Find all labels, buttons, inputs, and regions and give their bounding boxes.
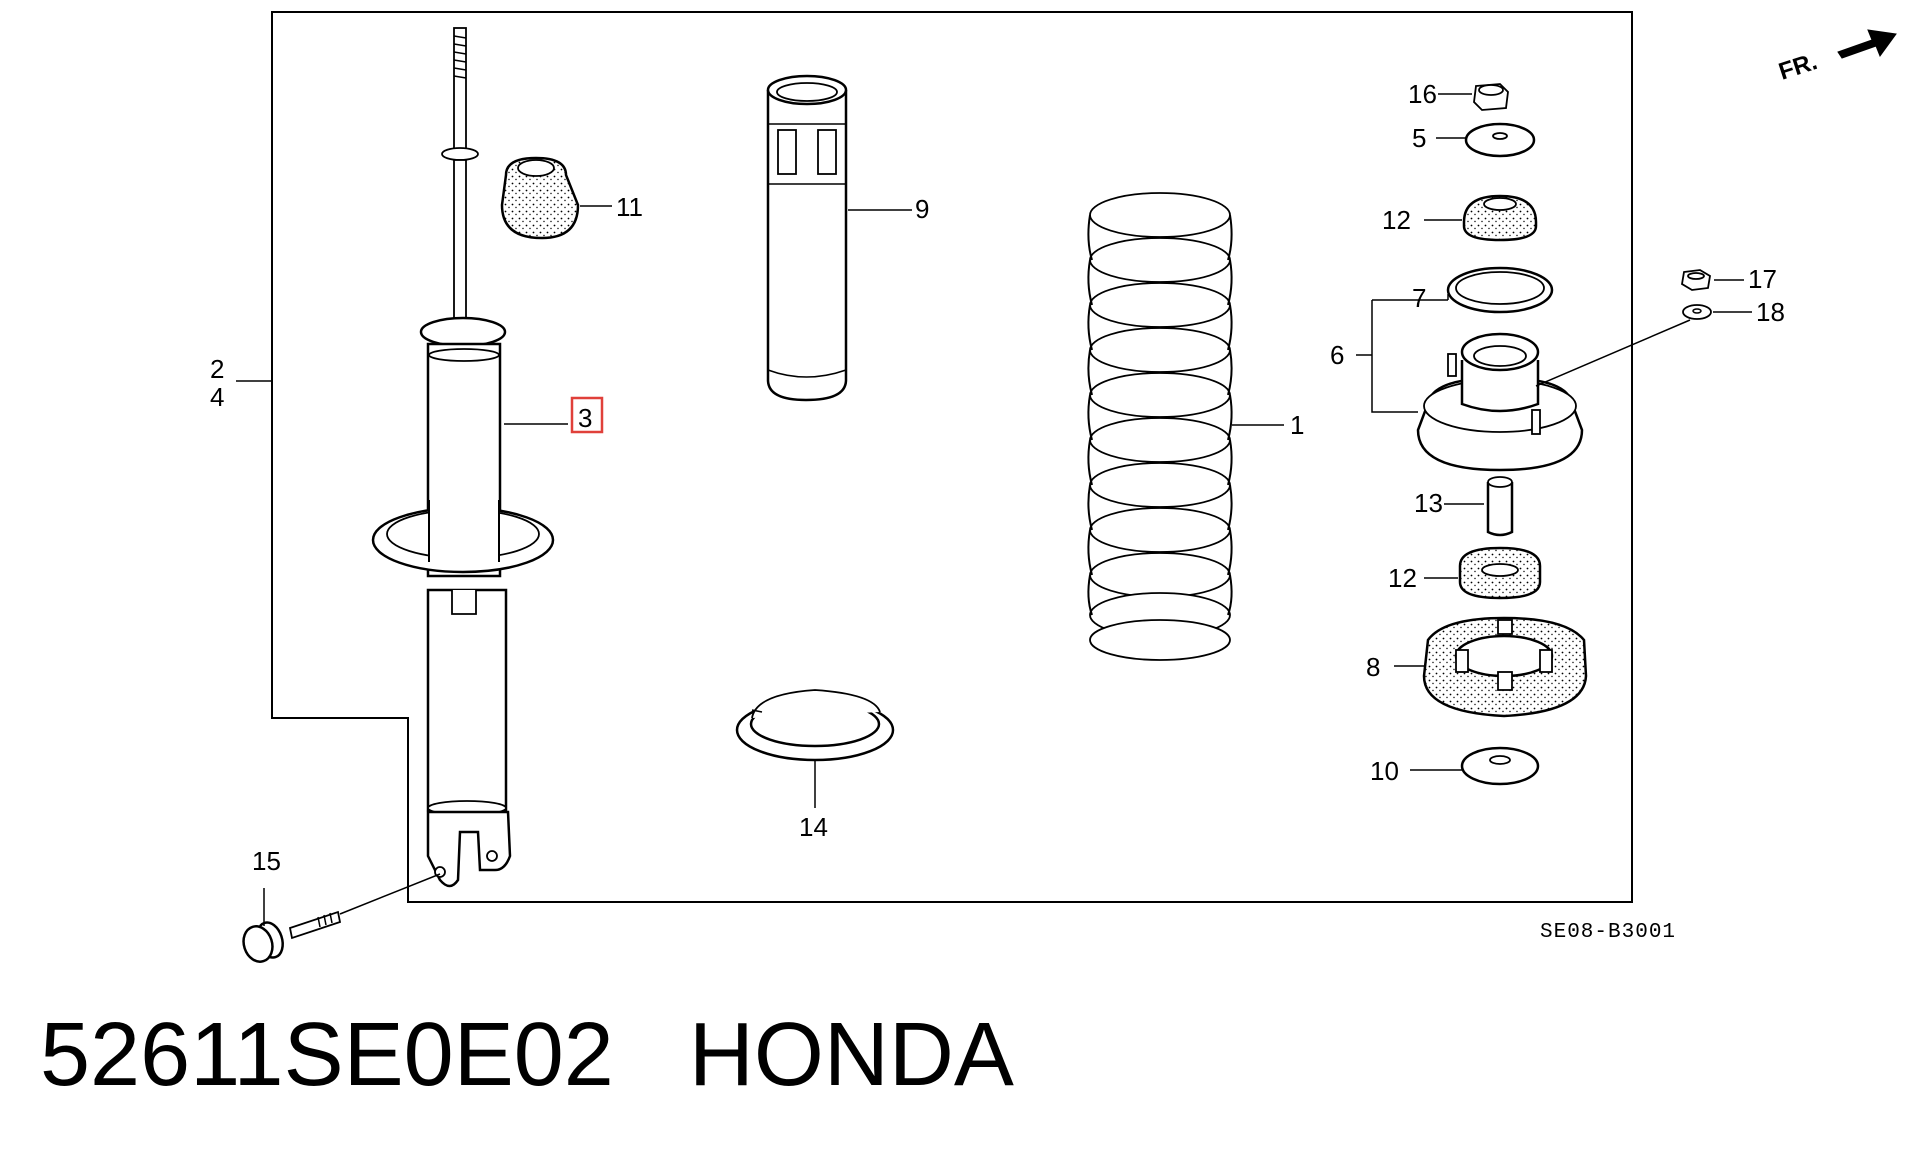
plate-washer-part: 10 bbox=[1370, 746, 1540, 786]
callout-5: 5 bbox=[1412, 123, 1426, 153]
callout-2-4: 2 4 bbox=[210, 354, 272, 412]
diagram-code: SE08-B3001 bbox=[1540, 921, 1676, 944]
callout-6: 6 bbox=[1330, 340, 1344, 370]
callout-3: 3 bbox=[578, 403, 592, 433]
callout-3-group: 3 bbox=[504, 396, 604, 434]
callout-4: 4 bbox=[210, 382, 224, 412]
dust-boot-part: 9 bbox=[766, 74, 929, 402]
shock-mount-base-part bbox=[1416, 319, 1691, 472]
callout-10: 10 bbox=[1370, 756, 1399, 786]
small-washer-part: 18 bbox=[1682, 297, 1785, 327]
part-number: 52611SE0E02 bbox=[40, 1005, 614, 1105]
callout-16: 16 bbox=[1408, 79, 1437, 109]
self-locking-nut-part: 16 bbox=[1408, 79, 1509, 111]
callout-18: 18 bbox=[1756, 297, 1785, 327]
front-direction-indicator: FR. bbox=[1776, 29, 1897, 86]
callout-14: 14 bbox=[799, 812, 828, 842]
callout-3-highlight-box bbox=[570, 396, 604, 434]
callout-15: 15 bbox=[252, 846, 281, 876]
coil-spring-part: 1 bbox=[1087, 192, 1304, 661]
callout-1: 1 bbox=[1290, 410, 1304, 440]
bump-stop-part: 11 bbox=[500, 156, 643, 240]
o-ring-part bbox=[1446, 266, 1554, 314]
callout-12-upper: 12 bbox=[1382, 205, 1411, 235]
callout-11: 11 bbox=[616, 192, 643, 222]
flange-bolt-part: 15 bbox=[242, 846, 441, 963]
washer-part: 5 bbox=[1412, 122, 1536, 158]
lower-spring-seat-part: 14 bbox=[735, 689, 895, 842]
callout-9: 9 bbox=[915, 194, 929, 224]
callout-13: 13 bbox=[1414, 488, 1443, 518]
stopper-part: 8 bbox=[1366, 616, 1588, 718]
callout-17: 17 bbox=[1748, 264, 1777, 294]
assembly-boundary bbox=[271, 11, 1633, 903]
callout-6-7-bracket: 6 7 bbox=[1330, 283, 1449, 413]
brand-name: HONDA bbox=[688, 1005, 1014, 1105]
callout-2: 2 bbox=[210, 354, 224, 384]
part-number-caption: 52611SE0E02 HONDA bbox=[40, 1010, 1014, 1100]
callout-7: 7 bbox=[1412, 283, 1426, 313]
collar-part: 13 bbox=[1414, 476, 1514, 537]
upper-mount-bushing-part: 12 bbox=[1382, 194, 1538, 242]
lower-mount-bushing-part: 12 bbox=[1388, 546, 1542, 600]
shock-absorber-part bbox=[371, 27, 555, 888]
callout-8: 8 bbox=[1366, 652, 1380, 682]
front-direction-arrow bbox=[1837, 29, 1897, 59]
flange-nut-part: 17 bbox=[1681, 264, 1777, 294]
front-direction-label: FR. bbox=[1776, 48, 1821, 86]
callout-12-lower: 12 bbox=[1388, 563, 1417, 593]
